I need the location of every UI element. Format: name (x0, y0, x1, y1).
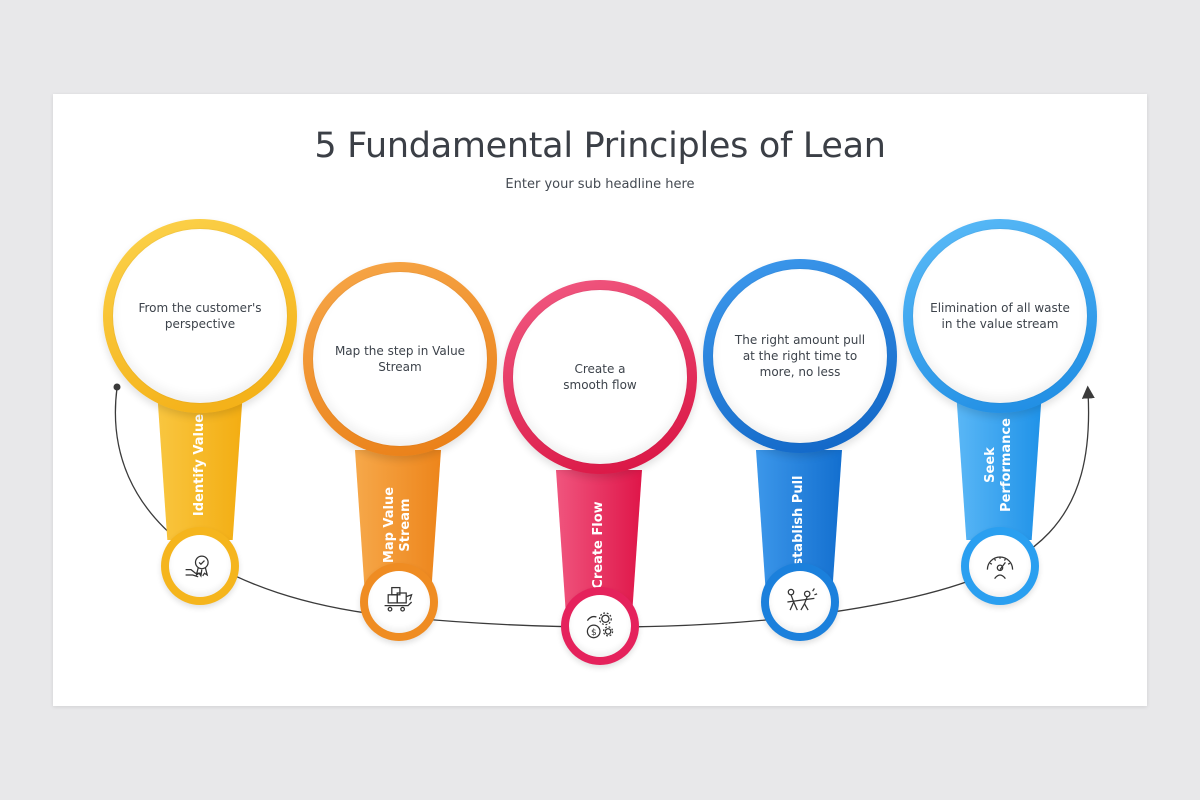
principle-description: Map the step in Value Stream (334, 344, 466, 374)
principle-icon-badge-identify-value (161, 527, 239, 605)
principle-circle-establish-pull: The right amount pull at the right time … (703, 259, 897, 453)
principle-icon-badge-seek-performance (961, 527, 1039, 605)
principle-label: Identify Value (192, 413, 207, 517)
principle-label: Seek Performance (983, 418, 1014, 512)
principle-circle-map-value-stream: Map the step in Value Stream (303, 262, 497, 456)
principle-circle-create-flow: Create a smooth flow (503, 280, 697, 474)
page-title: 5 Fundamental Principles of Lean (314, 126, 886, 166)
principle-description: The right amount pull at the right time … (734, 333, 866, 379)
boxes-cart-icon (384, 586, 413, 612)
principle-description: Create a smooth flow (563, 362, 637, 392)
page-subtitle: Enter your sub headline here (505, 177, 695, 192)
principle-circle-seek-performance: Elimination of all waste in the value st… (903, 219, 1097, 413)
award-hand-icon (185, 555, 209, 578)
principle-circle-identify-value: From the customer's perspective (103, 219, 297, 413)
principle-tab-seek-performance: Seek Performance (956, 390, 1042, 540)
money-gears-icon: $ (586, 612, 614, 639)
tug-of-war-icon (787, 588, 818, 611)
principle-description: From the customer's perspective (138, 301, 262, 331)
gauge-person-icon (986, 556, 1014, 579)
principle-tab-identify-value: Identify Value (157, 390, 243, 540)
principle-icon-badge-create-flow: $ (561, 587, 639, 665)
principle-icon-badge-establish-pull (761, 563, 839, 641)
svg-text:$: $ (591, 628, 597, 638)
principle-icon-badge-map-value-stream (360, 563, 438, 641)
principle-description: Elimination of all waste in the value st… (930, 301, 1070, 331)
